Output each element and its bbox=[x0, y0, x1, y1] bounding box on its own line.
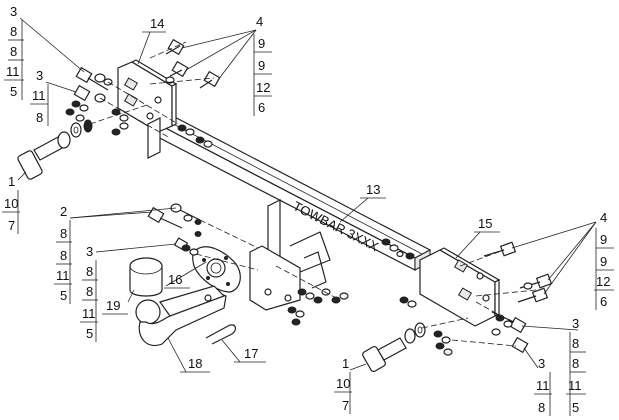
nuts-center bbox=[275, 265, 349, 326]
callout-right-low-3: 11 bbox=[568, 378, 582, 393]
pin-bottom bbox=[362, 317, 469, 373]
callout-right-low2-1: 11 bbox=[536, 378, 550, 393]
callout-right-top-1: 9 bbox=[600, 232, 607, 247]
label-16: 16 bbox=[168, 272, 182, 287]
callout-left-2-0: 3 bbox=[36, 68, 43, 83]
label-13: 13 bbox=[366, 182, 380, 197]
callout-right-top: 4 9 9 12 6 bbox=[594, 210, 614, 310]
pin-left bbox=[17, 103, 151, 180]
callout-right-top-4: 6 bbox=[600, 294, 607, 309]
nuts-under-left-plate bbox=[111, 108, 213, 148]
callout-pin-left-1: 10 bbox=[4, 196, 18, 211]
callout-bracket-3: 11 bbox=[82, 306, 96, 321]
callout-right-top-3: 12 bbox=[596, 274, 610, 289]
nuts-right-plate bbox=[381, 238, 417, 308]
callout-left-2-2: 8 bbox=[36, 110, 43, 125]
callout-pin-left-0: 1 bbox=[8, 174, 15, 189]
callout-top-left-3: 11 bbox=[6, 64, 20, 79]
callout-pin-bottom-1: 10 bbox=[336, 376, 350, 391]
label-18: 18 bbox=[188, 356, 202, 371]
callout-right-low2-2: 8 bbox=[538, 400, 545, 415]
callout-ballmount-2: 8 bbox=[60, 248, 67, 263]
label-14: 14 bbox=[150, 16, 164, 31]
callout-bracket-0: 3 bbox=[86, 244, 93, 259]
callout-right-top-2: 9 bbox=[600, 254, 607, 269]
callout-bracket-4: 5 bbox=[86, 326, 93, 341]
callout-top-mid-1: 9 bbox=[258, 36, 265, 51]
callout-right-top-0: 4 bbox=[600, 210, 607, 225]
label-19: 19 bbox=[106, 298, 120, 313]
callout-top-left-4: 5 bbox=[10, 84, 17, 99]
crossbar: TOWBAR 3XXX bbox=[148, 111, 432, 271]
bolt-stack-ballmount bbox=[147, 203, 259, 249]
ball-cover bbox=[129, 257, 163, 297]
callout-top-mid-3: 12 bbox=[256, 80, 270, 95]
bolt-stack-top-mid bbox=[149, 38, 221, 89]
callout-ballmount-0: 2 bbox=[60, 204, 67, 219]
right-side-plate bbox=[419, 247, 501, 327]
callout-left-2: 3 11 8 bbox=[30, 68, 49, 126]
callout-pin-bottom-0: 1 bbox=[342, 356, 349, 371]
callout-bracket: 3 8 8 11 5 bbox=[80, 244, 98, 342]
callout-bracket-1: 8 bbox=[86, 264, 93, 279]
callout-right-low-0: 3 bbox=[572, 316, 579, 331]
center-bracket bbox=[249, 199, 331, 311]
label-17: 17 bbox=[244, 346, 258, 361]
callout-right-low-4: 5 bbox=[572, 400, 579, 415]
callout-right-low-1: 8 bbox=[572, 336, 579, 351]
bolt-stack-top-left bbox=[75, 66, 179, 125]
bolt-stack-left-2 bbox=[65, 84, 171, 139]
callout-ballmount: 2 8 8 11 5 bbox=[54, 204, 72, 304]
callout-top-left-2: 8 bbox=[10, 44, 17, 59]
callout-top-left: 3 8 8 11 5 bbox=[4, 4, 24, 100]
label-15: 15 bbox=[478, 216, 492, 231]
callout-top-mid-2: 9 bbox=[258, 58, 265, 73]
left-side-plate bbox=[117, 59, 178, 159]
bolt-stack-right-low bbox=[475, 301, 527, 334]
bolt-stack-bracket bbox=[173, 237, 259, 271]
ball-arm bbox=[135, 285, 227, 347]
callout-pin-left-2: 7 bbox=[8, 218, 15, 233]
socket-plate bbox=[192, 246, 241, 293]
callout-pin-left: 1 10 7 bbox=[2, 174, 20, 234]
callout-top-mid-4: 6 bbox=[258, 100, 265, 115]
callout-right-low-2: 8 bbox=[572, 356, 579, 371]
callout-ballmount-3: 11 bbox=[56, 268, 70, 283]
clip bbox=[205, 324, 237, 345]
callout-right-low2-0: 3 bbox=[538, 356, 545, 371]
callout-top-left-0: 3 bbox=[10, 4, 17, 19]
callout-bracket-2: 8 bbox=[86, 284, 93, 299]
leader-lines bbox=[17, 17, 597, 373]
bolt-stack-right-low2 bbox=[433, 328, 529, 356]
bolt-stack-right-top bbox=[459, 241, 553, 303]
callout-left-2-1: 11 bbox=[32, 88, 46, 103]
callout-ballmount-1: 8 bbox=[60, 226, 67, 241]
callout-top-mid: 4 9 9 12 6 bbox=[253, 14, 272, 116]
callout-ballmount-4: 5 bbox=[60, 288, 67, 303]
callout-top-mid-0: 4 bbox=[256, 14, 263, 29]
callout-top-left-1: 8 bbox=[10, 24, 17, 39]
callout-right-low: 3 8 8 11 5 bbox=[566, 316, 586, 416]
callout-pin-bottom: 1 10 7 bbox=[334, 356, 352, 414]
callout-right-low2: 3 11 8 bbox=[534, 356, 552, 416]
callout-pin-bottom-2: 7 bbox=[342, 398, 349, 413]
